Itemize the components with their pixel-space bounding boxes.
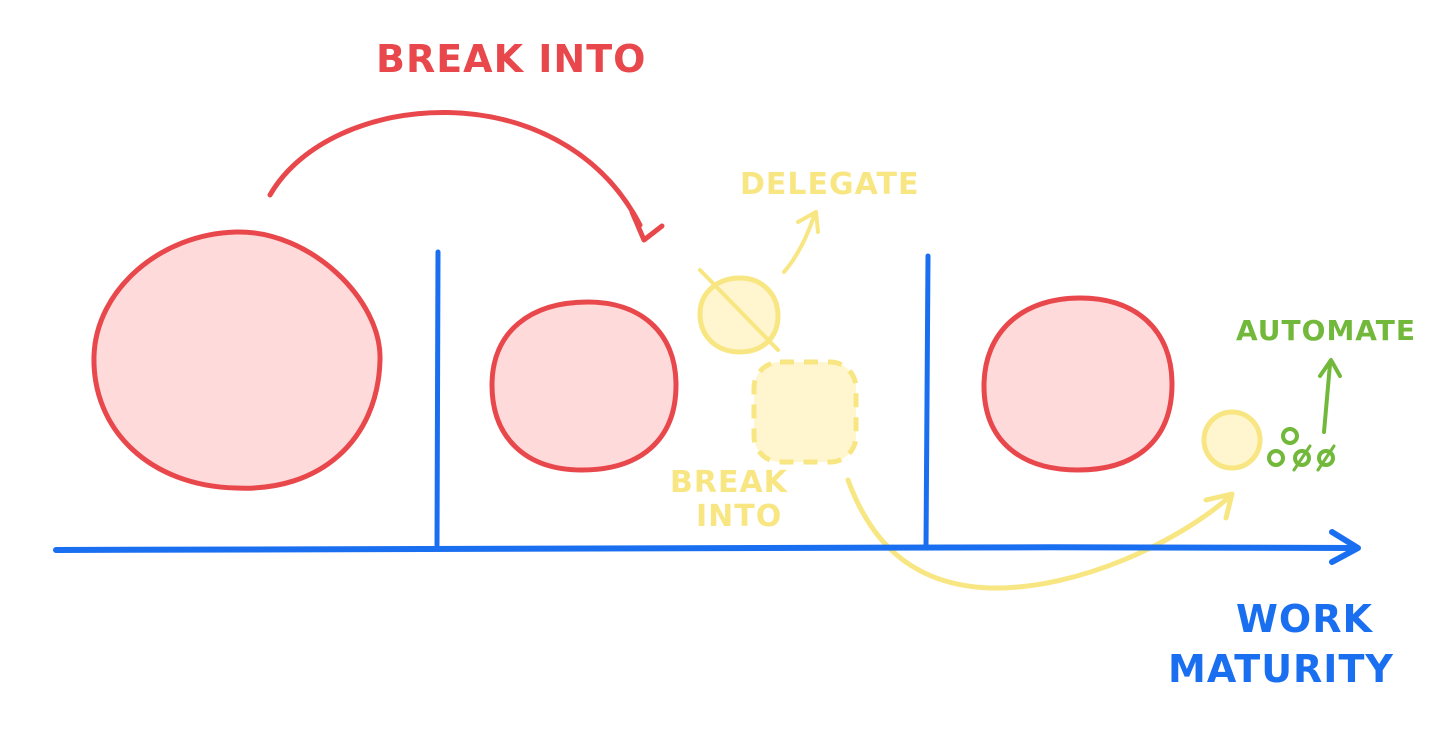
axis-label-line1: WORK [1236, 597, 1373, 641]
delegate-label: DELEGATE [740, 167, 919, 202]
small-task-circle [1201, 409, 1263, 471]
large-task-circle [91, 229, 383, 491]
stage-divider-2 [923, 253, 931, 551]
break-into-arrowhead [629, 209, 665, 243]
break-into-small-label-line2: INTO [696, 499, 782, 534]
automated-task-circle-2 [1267, 449, 1285, 467]
delegated-strike-line [698, 268, 780, 352]
maturity-axis [53, 544, 1359, 553]
automate-label: AUTOMATE [1236, 314, 1416, 347]
axis-label-line2: MATURITY [1168, 647, 1394, 691]
break-into-yellow-arrow [845, 477, 1231, 591]
break-into-arrow [267, 110, 643, 228]
automate-arrow [1322, 362, 1332, 434]
automated-task-circle-3 [1293, 449, 1311, 467]
automate-arrowhead [1318, 358, 1342, 378]
break-into-small-label-line1: BREAK [670, 465, 789, 500]
automated-task-circle-1 [1281, 427, 1299, 445]
automated-strike-1 [1292, 444, 1312, 472]
maturity-axis-arrowhead [1329, 529, 1361, 565]
breakdown-task-placeholder [751, 359, 859, 465]
automated-strike-2 [1316, 444, 1336, 472]
break-into-top-label: BREAK INTO [376, 37, 646, 81]
medium-task-circle-1 [489, 299, 679, 473]
stage-divider-1 [434, 249, 441, 548]
break-into-yellow-arrowhead [1203, 491, 1235, 521]
delegate-arrow [782, 214, 816, 274]
medium-task-circle-2 [981, 295, 1175, 473]
automated-task-circle-4 [1317, 449, 1335, 467]
delegated-task-circle [697, 275, 781, 355]
delegate-arrowhead [796, 210, 820, 234]
